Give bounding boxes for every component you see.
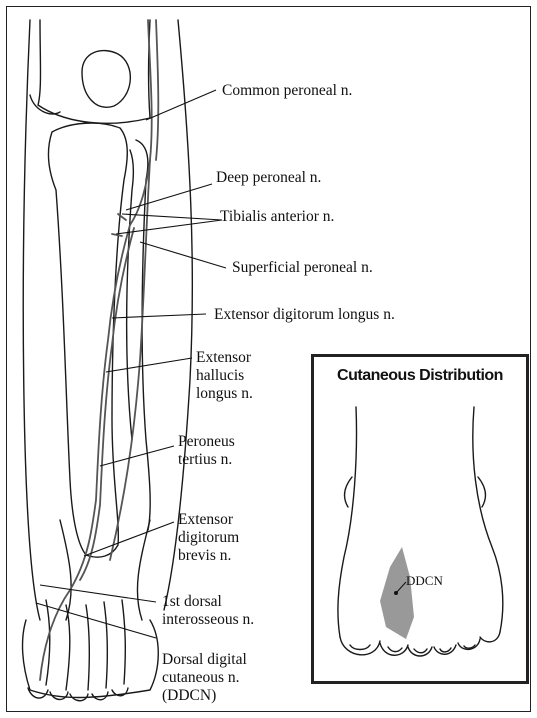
- foot-right-outline: [473, 407, 503, 632]
- label-dorsal-digital: Dorsal digital cutaneous n. (DDCN): [162, 651, 247, 705]
- label-tibialis-anterior: Tibialis anterior n.: [220, 208, 334, 226]
- label-first-dorsal-line2: interosseous n.: [162, 611, 254, 629]
- label-ext-dig-brevis-line1: Extensor: [178, 511, 239, 529]
- label-dorsal-digital-line3: (DDCN): [162, 687, 247, 705]
- label-first-dorsal: 1st dorsal interosseous n.: [162, 593, 254, 629]
- leader-tibialis-1: [122, 214, 222, 220]
- leader-deep-peroneal: [126, 184, 212, 210]
- label-dorsal-digital-line1: Dorsal digital: [162, 651, 247, 669]
- tibia: [49, 123, 128, 557]
- label-peroneus-tertius-line1: Peroneus: [178, 433, 235, 451]
- toes: [28, 688, 128, 701]
- foot-ankle-bump: [345, 477, 486, 507]
- nerve-common-peroneal-2: [156, 20, 158, 160]
- foot-left-outline: [338, 407, 357, 637]
- label-dorsal-digital-line2: cutaneous n.: [162, 669, 247, 687]
- label-peroneus-tertius: Peroneus tertius n.: [178, 433, 235, 469]
- label-ext-hallucis-line1: Extensor: [196, 349, 253, 367]
- label-first-dorsal-line1: 1st dorsal: [162, 593, 254, 611]
- label-ext-hallucis-line2: hallucis: [196, 367, 253, 385]
- label-ext-dig-brevis: Extensor digitorum brevis n.: [178, 511, 239, 565]
- patella: [82, 51, 130, 108]
- knee-left: [30, 95, 60, 114]
- leg-outline-left: [23, 20, 40, 620]
- fibula-inner: [127, 150, 134, 440]
- leader-first-dorsal: [40, 585, 156, 602]
- leader-ext-hallucis: [106, 358, 192, 372]
- foot-bones: [46, 600, 125, 690]
- cutaneous-distribution-inset: Cutaneous Distribution DDCN: [311, 354, 529, 684]
- label-ext-hallucis-line3: longus n.: [196, 385, 253, 403]
- leader-peroneus-tertius: [100, 446, 174, 466]
- label-ext-hallucis: Extensor hallucis longus n.: [196, 349, 253, 403]
- label-superficial-peroneal: Superficial peroneal n.: [232, 259, 373, 277]
- label-peroneus-tertius-line2: tertius n.: [178, 451, 235, 469]
- leader-superficial: [140, 242, 226, 268]
- leader-common-peroneal: [146, 90, 216, 120]
- label-ext-dig-longus: Extensor digitorum longus n.: [214, 306, 395, 324]
- label-ext-dig-brevis-line3: brevis n.: [178, 547, 239, 565]
- label-ext-dig-brevis-line2: digitorum: [178, 529, 239, 547]
- nerve-deep-peroneal: [40, 225, 130, 680]
- label-common-peroneal: Common peroneal n.: [222, 82, 352, 100]
- label-deep-peroneal: Deep peroneal n.: [216, 169, 321, 187]
- foot-top-view: [314, 357, 526, 681]
- ddcn-label: DDCN: [406, 573, 443, 589]
- nerve-deep-peroneal-2: [80, 228, 134, 580]
- femur: [38, 20, 150, 123]
